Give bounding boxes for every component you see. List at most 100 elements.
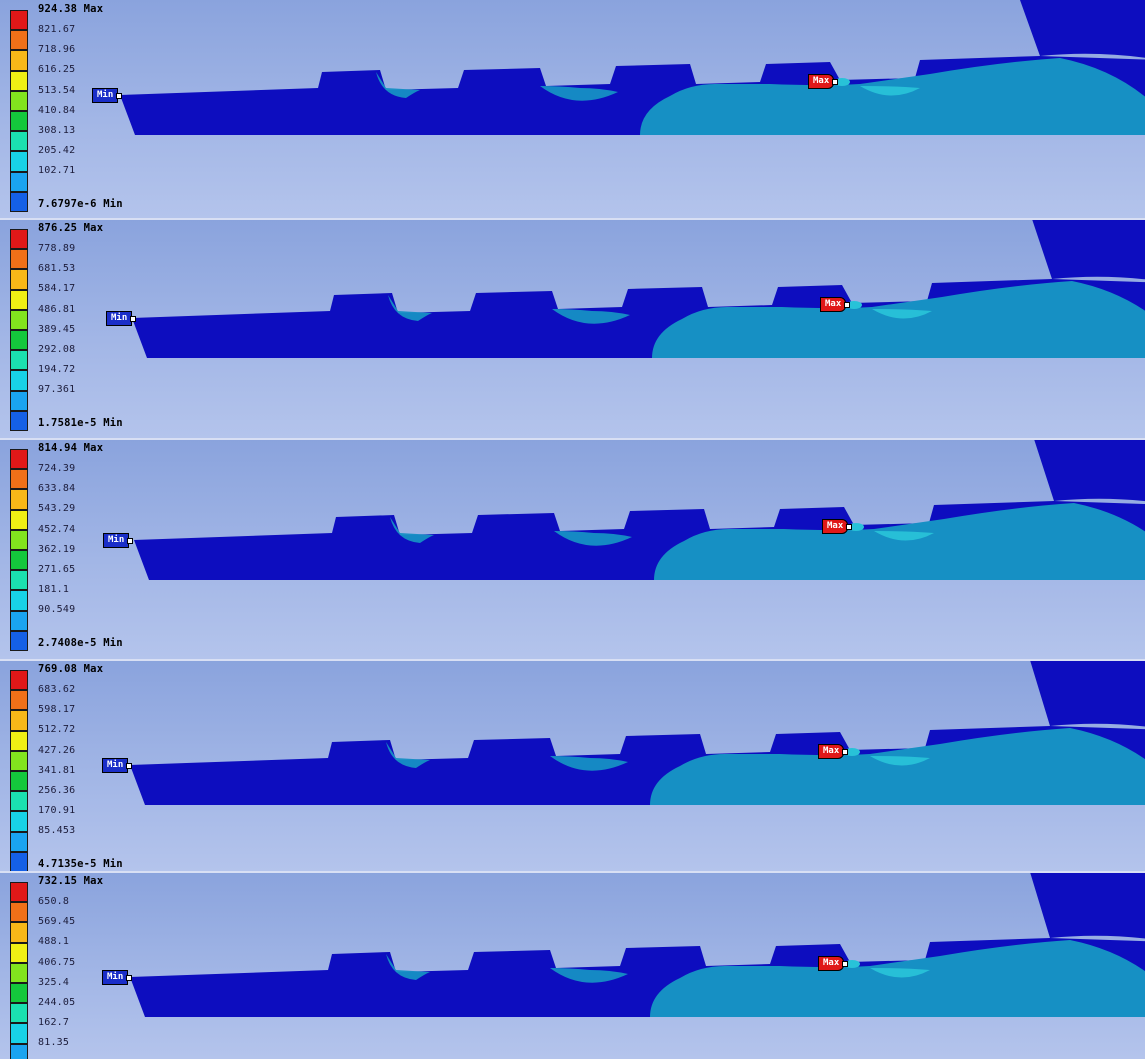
- legend-max-label: 924.38 Max: [38, 3, 104, 15]
- max-probe-tag: Max: [818, 744, 849, 759]
- legend-level-label: 362.19: [38, 543, 76, 555]
- corner-region-deep: [1030, 660, 1145, 727]
- groove-contour-pocket: [552, 309, 630, 324]
- legend-level-label: 181.1: [38, 584, 70, 596]
- groove-contour-pocket: [860, 86, 920, 96]
- legend-level-label: 598.17: [38, 704, 76, 716]
- legend-level-label: 170.91: [38, 805, 76, 817]
- legend-level-label: 427.26: [38, 744, 76, 756]
- legend-level-label: 308.13: [38, 125, 76, 136]
- model-contour-view: [134, 439, 1145, 580]
- legend-color-band: [10, 831, 28, 852]
- legend-level-label: 85.453: [38, 825, 76, 837]
- legend-color-band: [10, 771, 28, 792]
- corner-region-deep: [1034, 439, 1145, 502]
- legend-level-label: 543.29: [38, 503, 76, 515]
- min-probe-tag: Min: [106, 311, 137, 326]
- legend-color-band: [10, 30, 28, 51]
- legend-color-band: [10, 851, 28, 872]
- legend-color-band: [10, 570, 28, 591]
- panel-separator: [0, 438, 1145, 440]
- legend-color-band: [10, 550, 28, 571]
- legend-max-label: 769.08 Max: [38, 663, 104, 675]
- groove-contour-pocket: [554, 531, 632, 546]
- legend-level-label: 633.84: [38, 483, 76, 495]
- legend-color-band: [10, 469, 28, 490]
- legend-level-label: 271.65: [38, 564, 76, 575]
- legend-level-label: 650.8: [38, 896, 70, 907]
- legend-level-label: 512.72: [38, 724, 76, 736]
- legend-level-label: 724.39: [38, 463, 76, 474]
- legend-color-band: [10, 942, 28, 963]
- legend-level-label: 452.74: [38, 523, 76, 535]
- legend-level-label: 389.45: [38, 323, 76, 335]
- legend-color-band: [10, 269, 28, 290]
- legend-level-label: 488.1: [38, 936, 70, 948]
- legend-color-band: [10, 509, 28, 530]
- legend-color-band: [10, 249, 28, 270]
- legend-color-band: [10, 289, 28, 310]
- legend-level-label: 683.62: [38, 684, 76, 695]
- max-probe-tag: Max: [808, 74, 839, 89]
- legend-min-label: 7.6797e-6 Min: [38, 197, 123, 210]
- legend-min-label: 1.7581e-5 Min: [38, 416, 123, 429]
- legend-level-label: 616.25: [38, 64, 76, 76]
- legend-color-band: [10, 111, 28, 132]
- legend-color-band: [10, 750, 28, 771]
- legend-color-band: [10, 1023, 28, 1044]
- legend-max-label: 732.15 Max: [38, 875, 104, 887]
- max-probe-tag: Max: [820, 297, 851, 312]
- legend-min-label: 2.7408e-5 Min: [38, 636, 123, 649]
- legend-level-label: 256.36: [38, 785, 76, 796]
- groove-contour-pocket: [870, 756, 930, 766]
- legend-color-band: [10, 171, 28, 192]
- legend-color-band: [10, 922, 28, 943]
- corner-region-deep: [1032, 219, 1145, 280]
- legend-color-band: [10, 610, 28, 631]
- legend-color-band: [10, 330, 28, 351]
- panel-separator: [0, 218, 1145, 220]
- min-probe-tag: Min: [103, 533, 134, 548]
- legend-level-label: 569.45: [38, 916, 76, 928]
- legend-color-band: [10, 902, 28, 923]
- model-region-mid: [640, 58, 1145, 135]
- legend-color-band: [10, 50, 28, 71]
- legend-color-band: [10, 449, 28, 470]
- model-region-mid: [654, 503, 1145, 580]
- max-probe-tag: Max: [822, 519, 853, 534]
- legend-color-band: [10, 791, 28, 812]
- legend-color-band: [10, 983, 28, 1004]
- contour-panel: 814.94 Max 724.39 633.84 543.29 452.74 362.19…: [0, 439, 1145, 660]
- legend-color-band: [10, 1003, 28, 1024]
- legend-level-label: 194.72: [38, 364, 76, 376]
- groove-contour-pocket: [376, 72, 420, 98]
- legend-color-band: [10, 710, 28, 731]
- legend-color-band: [10, 309, 28, 330]
- legend-color-band: [10, 630, 28, 651]
- legend-level-label: 486.81: [38, 303, 76, 315]
- legend-color-band: [10, 590, 28, 611]
- legend-max-label: 814.94 Max: [38, 442, 104, 454]
- legend-color-band: [10, 151, 28, 172]
- min-probe-tag: Min: [92, 88, 123, 103]
- legend-level-label: 90.549: [38, 604, 76, 616]
- legend-level-label: 584.17: [38, 283, 76, 295]
- groove-contour-pocket: [870, 968, 930, 978]
- legend-color-band: [10, 229, 28, 250]
- legend-color-band: [10, 882, 28, 903]
- legend-level-label: 681.53: [38, 263, 76, 275]
- legend-level-label: 292.08: [38, 344, 76, 355]
- legend-color-band: [10, 350, 28, 371]
- legend-color-band: [10, 90, 28, 111]
- legend-level-label: 410.84: [38, 104, 76, 116]
- legend-level-label: 97.361: [38, 384, 76, 396]
- groove-contour-pocket: [540, 86, 618, 101]
- groove-contour-pocket: [390, 517, 434, 543]
- legend-level-label: 341.81: [38, 764, 76, 776]
- legend-level-label: 325.4: [38, 976, 70, 988]
- corner-region-deep: [1020, 0, 1145, 58]
- max-probe-tag: Max: [818, 956, 849, 971]
